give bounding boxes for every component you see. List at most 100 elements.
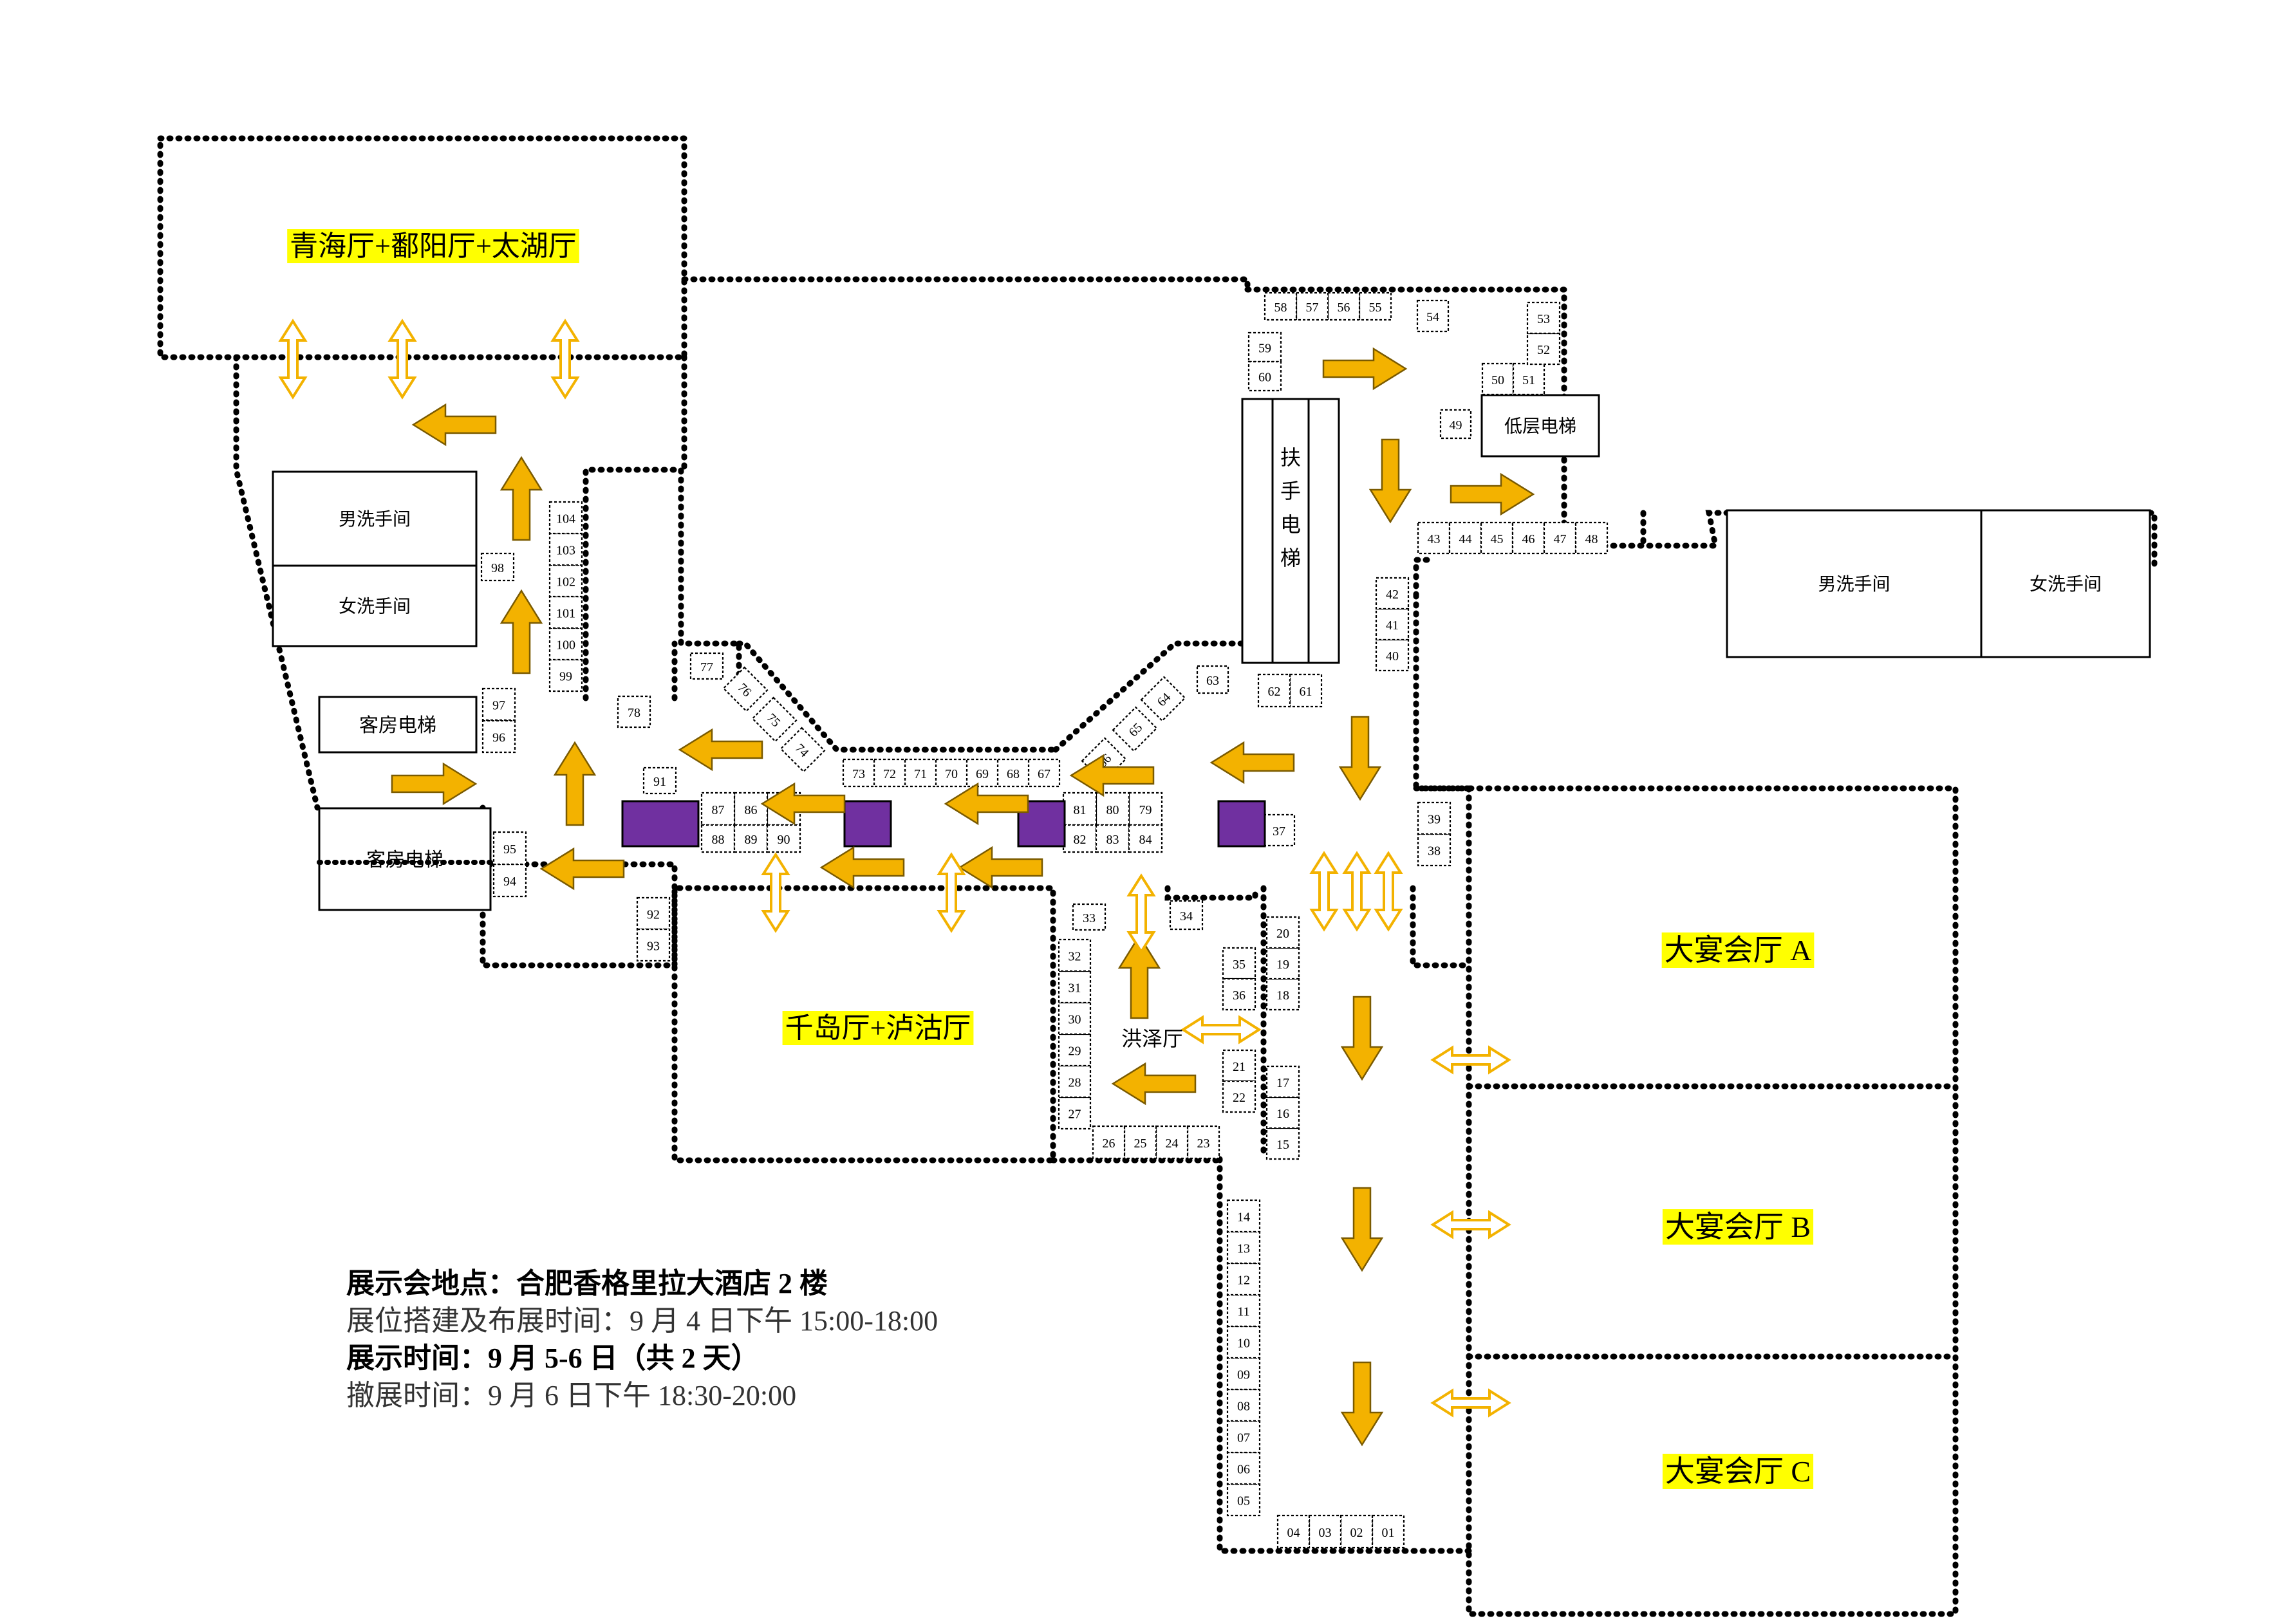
booth-box <box>1196 665 1229 694</box>
booth-number: 82 <box>1074 833 1087 847</box>
booth-52: 52 <box>1526 332 1561 366</box>
booth-59: 59 <box>1247 331 1282 363</box>
booth-number: 73 <box>852 767 865 781</box>
booth-box <box>548 532 583 566</box>
escalator-char: 手 <box>1280 479 1301 503</box>
info-location: 展示会地点：合肥香格里拉大酒店 2 楼 <box>346 1268 828 1299</box>
booth-18: 18 <box>1265 978 1300 1011</box>
booth-number: 91 <box>653 775 666 789</box>
booth-box <box>873 758 906 788</box>
wall-segment <box>1052 640 1251 753</box>
label-hongze: 洪泽厅 <box>1121 1027 1183 1050</box>
booth-number: 68 <box>1007 767 1020 781</box>
booth-48: 48 <box>1574 521 1609 555</box>
booth-02: 02 <box>1339 1514 1374 1549</box>
arrow-left-icon <box>760 782 846 826</box>
booth-box <box>1186 1125 1220 1160</box>
double-arrow-icon <box>1309 851 1339 932</box>
booth-number: 41 <box>1386 618 1399 633</box>
booth-box <box>1439 409 1472 440</box>
booth-36: 36 <box>1222 978 1256 1011</box>
booth-number: 25 <box>1134 1136 1147 1151</box>
booth-69: 69 <box>966 758 999 788</box>
arrow-left-icon <box>1209 741 1295 784</box>
info-teardown-time: 撤展时间：9 月 6 日下午 18:30-20:00 <box>346 1380 797 1411</box>
booth-number: 13 <box>1237 1242 1250 1256</box>
booth-104: 104 <box>548 501 583 535</box>
booth-box <box>1092 1125 1126 1160</box>
booth-number: 78 <box>628 706 640 720</box>
booth-number: 28 <box>1069 1076 1081 1090</box>
label-qiandao-highlight <box>782 1011 974 1045</box>
flow-arrows <box>278 319 1535 1447</box>
arrow-left-icon <box>678 728 763 772</box>
booth-92: 92 <box>636 896 671 931</box>
booth-27: 27 <box>1058 1096 1092 1130</box>
feature-booth <box>621 800 700 848</box>
booth-54: 54 <box>1416 299 1450 333</box>
booth-box <box>1375 638 1410 672</box>
label-banquet-c-highlight <box>1662 1454 1814 1489</box>
booth-number: 71 <box>914 767 927 781</box>
booth-box <box>751 696 798 743</box>
booth-11: 11 <box>1226 1294 1261 1328</box>
booth-number: 01 <box>1382 1526 1395 1540</box>
booth-number: 101 <box>556 607 575 621</box>
booth-23: 23 <box>1186 1125 1220 1160</box>
booth-28: 28 <box>1058 1064 1092 1099</box>
label-qinghai: 青海厅+鄱阳厅+太湖厅 <box>290 230 577 262</box>
booth-number: 83 <box>1106 833 1119 847</box>
booth-number: 47 <box>1554 532 1567 546</box>
double-arrow-icon <box>1126 873 1156 954</box>
booth-31: 31 <box>1058 970 1092 1004</box>
escalator-char: 扶 <box>1280 446 1301 469</box>
booth-number: 36 <box>1233 988 1246 1003</box>
booth-24: 24 <box>1155 1125 1189 1160</box>
booth-box <box>1265 947 1300 980</box>
booth-12: 12 <box>1226 1262 1261 1296</box>
double-arrow-icon <box>761 852 790 933</box>
booth-box <box>636 928 671 962</box>
booth-29: 29 <box>1058 1033 1092 1067</box>
booth-box <box>1247 360 1282 392</box>
booth-58: 58 <box>1264 292 1298 321</box>
booth-77: 77 <box>689 652 724 680</box>
booth-number: 31 <box>1069 981 1081 996</box>
double-arrow-icon <box>1430 1388 1511 1418</box>
booth-88: 88 <box>700 824 736 853</box>
venue-labels: 青海厅+鄱阳厅+太湖厅千岛厅+泸沽厅洪泽厅大宴会厅 A大宴会厅 B大宴会厅 C <box>287 229 1815 1489</box>
mens-room-right-label: 男洗手间 <box>1818 574 1890 594</box>
label-banquet-a-highlight <box>1661 932 1815 968</box>
booth-number: 96 <box>492 731 505 745</box>
booth-box <box>904 758 937 788</box>
arrow-right-icon <box>1450 472 1535 516</box>
booth-box <box>1027 758 1061 788</box>
booth-box <box>492 831 527 866</box>
booth-95: 95 <box>492 831 527 866</box>
booth-number: 49 <box>1450 418 1462 432</box>
booth-number: 81 <box>1074 803 1087 817</box>
booth-number: 15 <box>1276 1138 1289 1152</box>
double-arrow-icon <box>937 852 966 933</box>
booth-box <box>996 758 1030 788</box>
escalator-char: 电 <box>1280 513 1301 536</box>
booth-61: 61 <box>1289 673 1323 708</box>
booth-box <box>1543 521 1577 555</box>
booth-number: 67 <box>1038 767 1050 781</box>
booth-40: 40 <box>1375 638 1410 672</box>
arrow-left-icon <box>958 846 1043 889</box>
booth-number: 69 <box>976 767 989 781</box>
booth-number: 30 <box>1069 1013 1081 1027</box>
double-arrow-icon <box>278 319 308 400</box>
booth-box <box>548 501 583 535</box>
booth-05: 05 <box>1226 1483 1261 1517</box>
booth-number: 63 <box>1206 674 1219 688</box>
booth-number: 29 <box>1069 1044 1081 1059</box>
booth-number: 89 <box>745 833 758 847</box>
booth-number: 72 <box>883 767 896 781</box>
booth-98: 98 <box>480 552 515 582</box>
arrow-left-icon <box>539 847 625 891</box>
arrow-left-icon <box>819 846 905 889</box>
booth-box <box>733 824 769 853</box>
